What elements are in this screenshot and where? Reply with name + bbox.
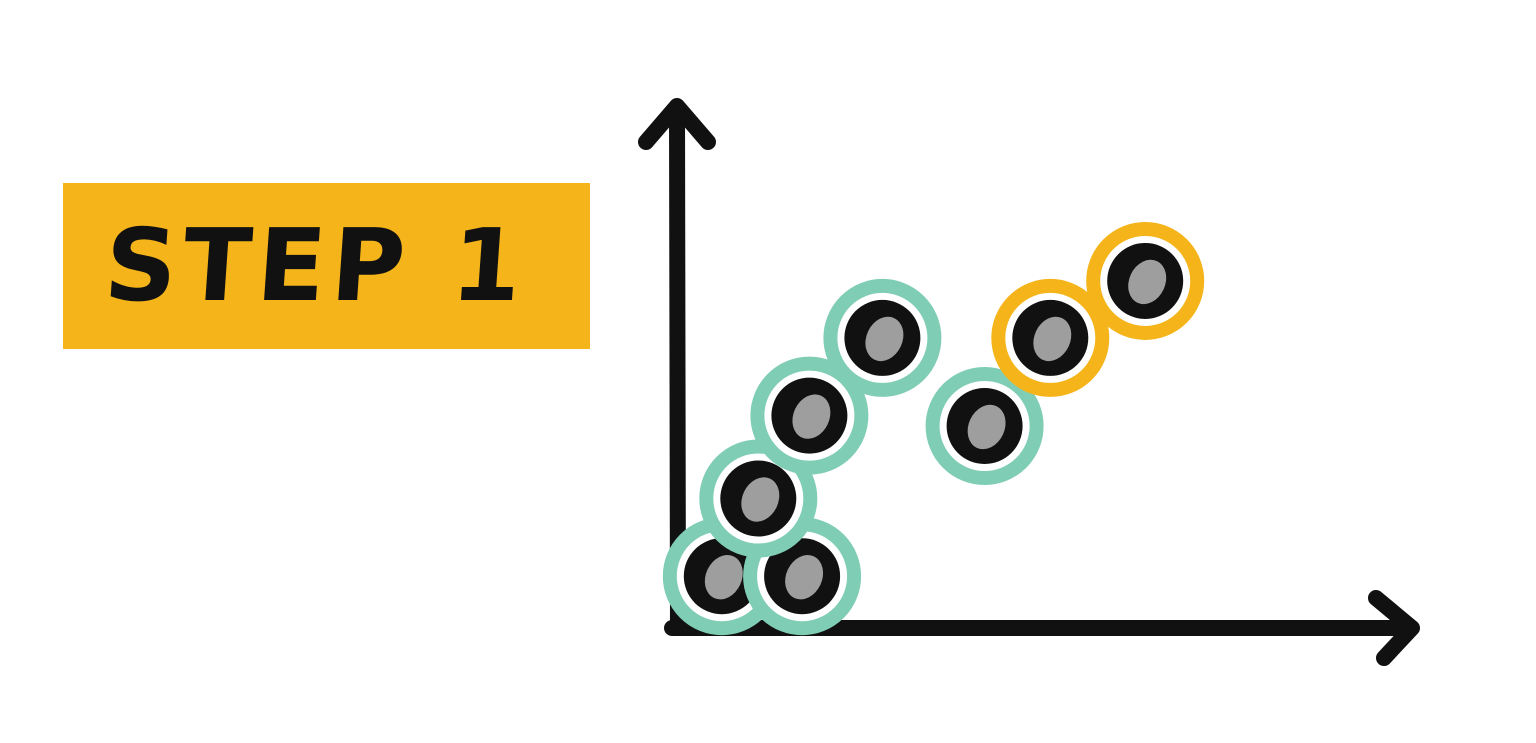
point-highlight xyxy=(865,316,904,362)
scatter-point xyxy=(823,278,942,397)
point-highlight xyxy=(967,404,1006,450)
point-highlight xyxy=(704,555,743,600)
scatter-point xyxy=(991,278,1110,397)
scatter-point xyxy=(925,366,1044,485)
y-axis-arrowhead xyxy=(638,98,716,150)
scatter-point xyxy=(750,356,869,475)
point-highlight xyxy=(741,477,780,522)
x-axis-arrowhead xyxy=(1368,590,1420,666)
point-highlight xyxy=(785,555,824,600)
step-banner: STEP 1 xyxy=(63,183,590,349)
scatter-point xyxy=(699,439,818,558)
point-highlight xyxy=(1128,259,1167,305)
point-highlight xyxy=(1033,316,1072,362)
scatter-points xyxy=(662,221,1205,636)
scatter-point xyxy=(1086,221,1205,340)
point-highlight xyxy=(792,394,831,439)
